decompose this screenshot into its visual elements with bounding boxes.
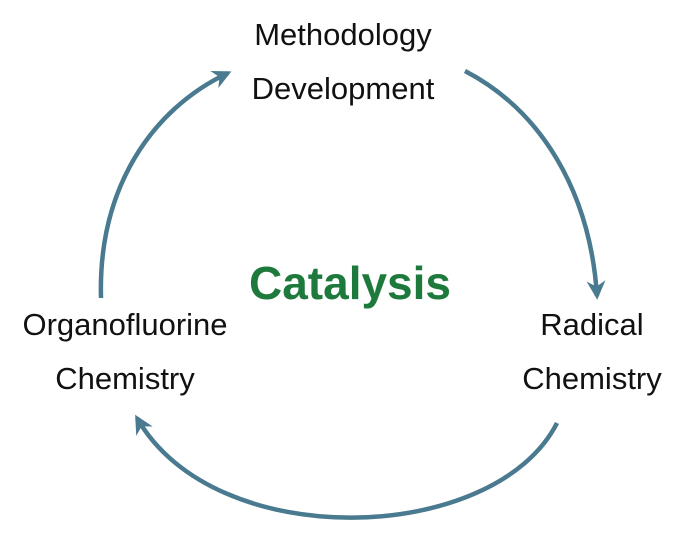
node-top-line1: Methodology	[254, 17, 432, 52]
node-right-line2: Chemistry	[522, 361, 662, 396]
node-right-line1: Radical	[540, 307, 644, 342]
center-label-catalysis: Catalysis	[248, 257, 451, 309]
arrow-radical-to-organofluorine	[135, 414, 560, 520]
node-left-line1: Organofluorine	[22, 307, 228, 342]
node-organofluorine-chemistry: Organofluorine Chemistry	[0, 298, 250, 406]
arrow-organofluorine-to-methodology	[98, 70, 232, 299]
node-left-line2: Chemistry	[55, 361, 195, 396]
node-radical-chemistry: Radical Chemistry	[497, 298, 687, 406]
node-top-line2: Development	[251, 71, 435, 106]
node-methodology-development: Methodology Development	[193, 8, 493, 116]
arrow-methodology-to-radical	[463, 69, 606, 300]
